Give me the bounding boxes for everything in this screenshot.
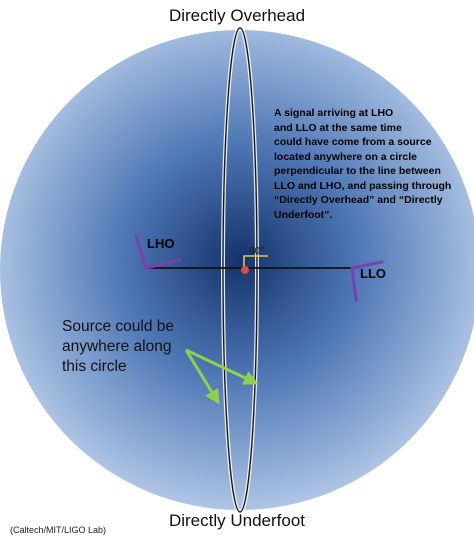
arrow-to-circle-right <box>185 348 259 385</box>
angle-label: 90° <box>249 246 265 257</box>
center-dot <box>241 266 249 274</box>
source-note: Source could be anywhere along this circ… <box>62 318 175 375</box>
llo-detector-icon <box>350 260 384 302</box>
great-circle <box>222 27 258 513</box>
pointer-arrows <box>184 348 259 405</box>
arrow-to-circle-left <box>184 349 220 405</box>
explanation-text: A signal arriving at LHO and LLO at the … <box>274 107 452 221</box>
image-credit: (Caltech/MIT/LIGO Lab) <box>10 525 107 535</box>
llo-label: LLO <box>360 266 386 281</box>
lho-detector-icon <box>134 234 182 270</box>
label-directly-overhead: Directly Overhead <box>168 6 306 25</box>
label-directly-underfoot: Directly Underfoot <box>168 511 306 530</box>
lho-label: LHO <box>147 236 175 251</box>
sky-sphere <box>0 30 474 510</box>
right-angle-marker <box>243 255 268 268</box>
